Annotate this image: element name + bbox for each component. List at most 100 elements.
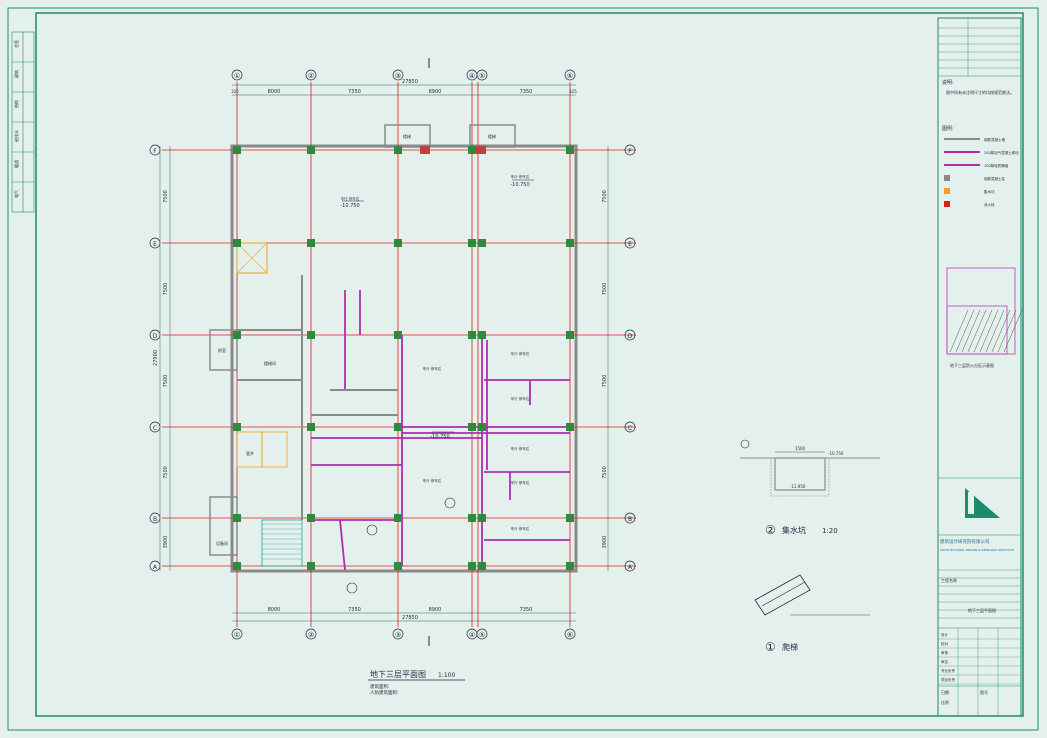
axis-bubble (624, 329, 636, 341)
dim-text: 7350 (520, 607, 533, 613)
tb-role-label: 审定 (941, 659, 949, 664)
column (307, 331, 315, 339)
column (233, 331, 241, 339)
column (468, 423, 476, 431)
column (394, 146, 402, 154)
red-column (475, 146, 485, 154)
tb-role-label: 项目负责 (941, 677, 955, 682)
detail-level: -11.950 (790, 484, 806, 489)
company-name: 建筑设计研究院有限公司 (940, 538, 990, 545)
dim-text: 7350 (348, 89, 361, 95)
axis-label: E (628, 241, 632, 248)
dim-text: 7500 (602, 283, 608, 296)
side-room (209, 329, 238, 371)
legend-item: 200厚加气混凝土砌块 (984, 150, 1019, 155)
room-tag: 楼梯 (488, 133, 496, 139)
axis-label: A (628, 564, 633, 571)
dim-text: 7500 (602, 466, 608, 479)
axis-label: ③ (395, 631, 401, 639)
legend-swatch (944, 201, 950, 207)
axis-label: ④ (469, 631, 475, 639)
keyplan-label: 地下三层防火分区示意图 (950, 362, 994, 368)
dim-text: 7500 (163, 283, 169, 296)
notes-text: 图中所有未注明尺寸的均按规范做法。 (946, 89, 1014, 95)
column (394, 331, 402, 339)
column (478, 562, 486, 570)
column (394, 423, 402, 431)
column (233, 423, 241, 431)
column (307, 514, 315, 522)
axis-label: F (628, 148, 632, 155)
plan-area-line-2: 人防建筑面积: (370, 689, 399, 696)
axis-bubble (305, 69, 317, 81)
column (468, 331, 476, 339)
keyplan-hatch (949, 309, 969, 353)
column (233, 239, 241, 247)
dim-total: 27900 (153, 350, 159, 366)
plan-scale: 1:100 (438, 672, 455, 679)
drawing-name: 地下三层平面图 (968, 607, 996, 613)
callout-bubble (346, 582, 358, 594)
plan-title: 地下三层平面图 (370, 669, 426, 679)
column (478, 514, 486, 522)
room-tag: 设备间 (216, 540, 228, 546)
column (468, 146, 476, 154)
axis-bubble (624, 512, 636, 524)
legend-item: 钢筋混凝土柱 (984, 176, 1005, 181)
axis-label: ⑥ (567, 72, 573, 80)
toilet-room (236, 431, 263, 468)
dim-text: 7500 (163, 190, 169, 203)
column (233, 514, 241, 522)
date-label: 日期 (941, 689, 949, 695)
column (307, 239, 315, 247)
tb-role-label: 专业负责 (941, 668, 955, 673)
axis-bubble (564, 628, 576, 640)
dim-edge: 325 (231, 89, 239, 94)
column (307, 423, 315, 431)
drawing-border (35, 12, 1024, 717)
axis-bubble (305, 628, 317, 640)
dim-text: 7500 (602, 375, 608, 388)
axis-label: ① (234, 72, 240, 80)
keyplan-hatch (955, 309, 975, 353)
legend-swatch (944, 188, 950, 194)
dim-text: 8000 (268, 607, 281, 613)
keyplan-inner (946, 305, 1008, 355)
legend-item: 集水坑 (984, 189, 995, 194)
ladder-outline (754, 574, 811, 616)
dim-text: 8900 (429, 607, 442, 613)
dim-text: 8900 (429, 89, 442, 95)
strip-label: 会签 (13, 40, 19, 48)
room-tag: 管井 (246, 450, 254, 456)
detail-1-number: ① (765, 640, 776, 654)
column (478, 239, 486, 247)
detail-drawings: 1500-10.750-11.950 (740, 439, 880, 616)
detail-2-scale: 1:20 (822, 527, 838, 535)
column (394, 562, 402, 570)
callout-bubble (366, 524, 378, 536)
shaft-cross (236, 242, 268, 274)
level-mark: -10.750 (340, 203, 359, 209)
axis-bubble (624, 421, 636, 433)
keyplan-hatch (1003, 309, 1023, 353)
column (468, 514, 476, 522)
dim-edge: 325 (569, 89, 577, 94)
left-signoff-strip (11, 31, 35, 213)
keyplan-hatch (973, 309, 993, 353)
dim-text: 7500 (163, 375, 169, 388)
axis-bubble (476, 628, 488, 640)
company-logo-cut (968, 492, 974, 514)
detail-level: -10.750 (828, 451, 844, 456)
axis-label: ② (308, 72, 314, 80)
stair-run (261, 519, 303, 567)
plan-area-line-1: 建筑面积: (370, 683, 390, 690)
dim-text: 3900 (602, 536, 608, 549)
axis-label: ⑥ (567, 631, 573, 639)
detail-ref-bubble (740, 439, 750, 449)
scale-label: 比例 (941, 699, 949, 705)
keyplan-hatch (985, 309, 1005, 353)
keyplan-hatch (967, 309, 987, 353)
